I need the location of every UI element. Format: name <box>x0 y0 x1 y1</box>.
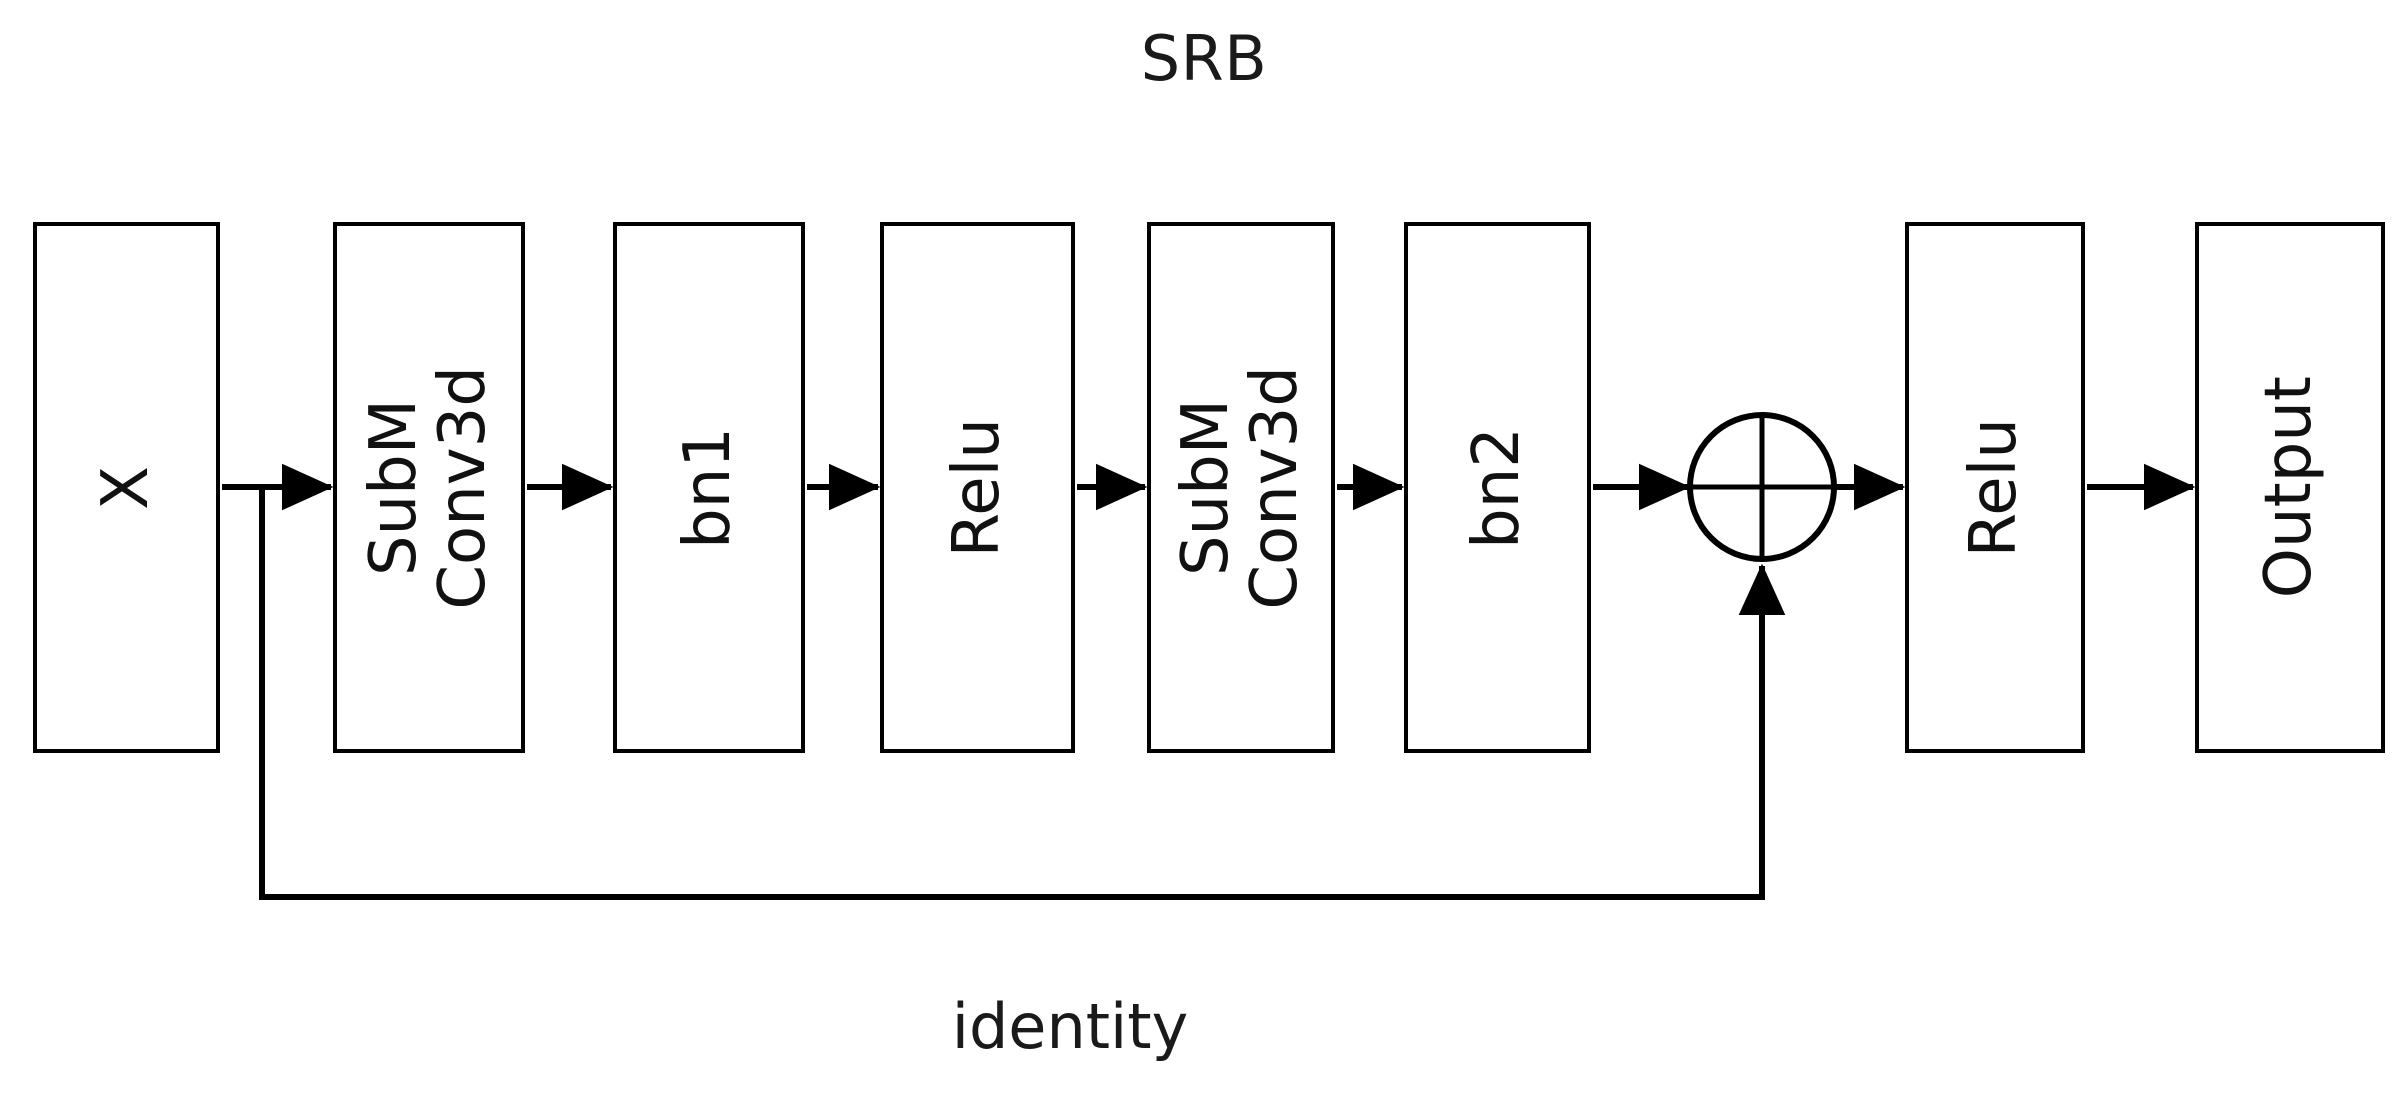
node-label-relu-1: Relu <box>939 417 1014 558</box>
node-label-bn1: bn1 <box>671 426 746 549</box>
node-label-subm-conv3d-2-line1: SubM <box>1168 398 1243 577</box>
node-box-x[interactable]: X <box>33 222 220 753</box>
node-label-x: X <box>88 465 163 510</box>
node-label-relu-2: Relu <box>1957 417 2032 558</box>
node-box-subm-conv3d-1[interactable]: SubM Conv3d <box>333 222 525 753</box>
node-label-output: Output <box>2252 376 2327 599</box>
edge-identity-skip-connection <box>259 487 1786 900</box>
node-label-bn2: bn2 <box>1459 426 1534 549</box>
node-box-subm-conv3d-2[interactable]: SubM Conv3d <box>1147 222 1335 753</box>
sum-node-circle-plus-icon <box>1687 412 1837 562</box>
node-box-relu-1[interactable]: Relu <box>880 222 1075 753</box>
node-box-relu-2[interactable]: Relu <box>1905 222 2085 753</box>
node-box-bn2[interactable]: bn2 <box>1404 222 1591 753</box>
node-box-bn1[interactable]: bn1 <box>613 222 805 753</box>
page-title: SRB <box>1140 22 1268 95</box>
node-label-subm-conv3d-1-line2: Conv3d <box>426 365 500 610</box>
node-box-output[interactable]: Output <box>2195 222 2385 753</box>
identity-edge-label: identity <box>951 990 1189 1063</box>
node-label-subm-conv3d-2-line2: Conv3d <box>1238 365 1312 610</box>
node-label-subm-conv3d-1-line1: SubM <box>356 398 431 577</box>
